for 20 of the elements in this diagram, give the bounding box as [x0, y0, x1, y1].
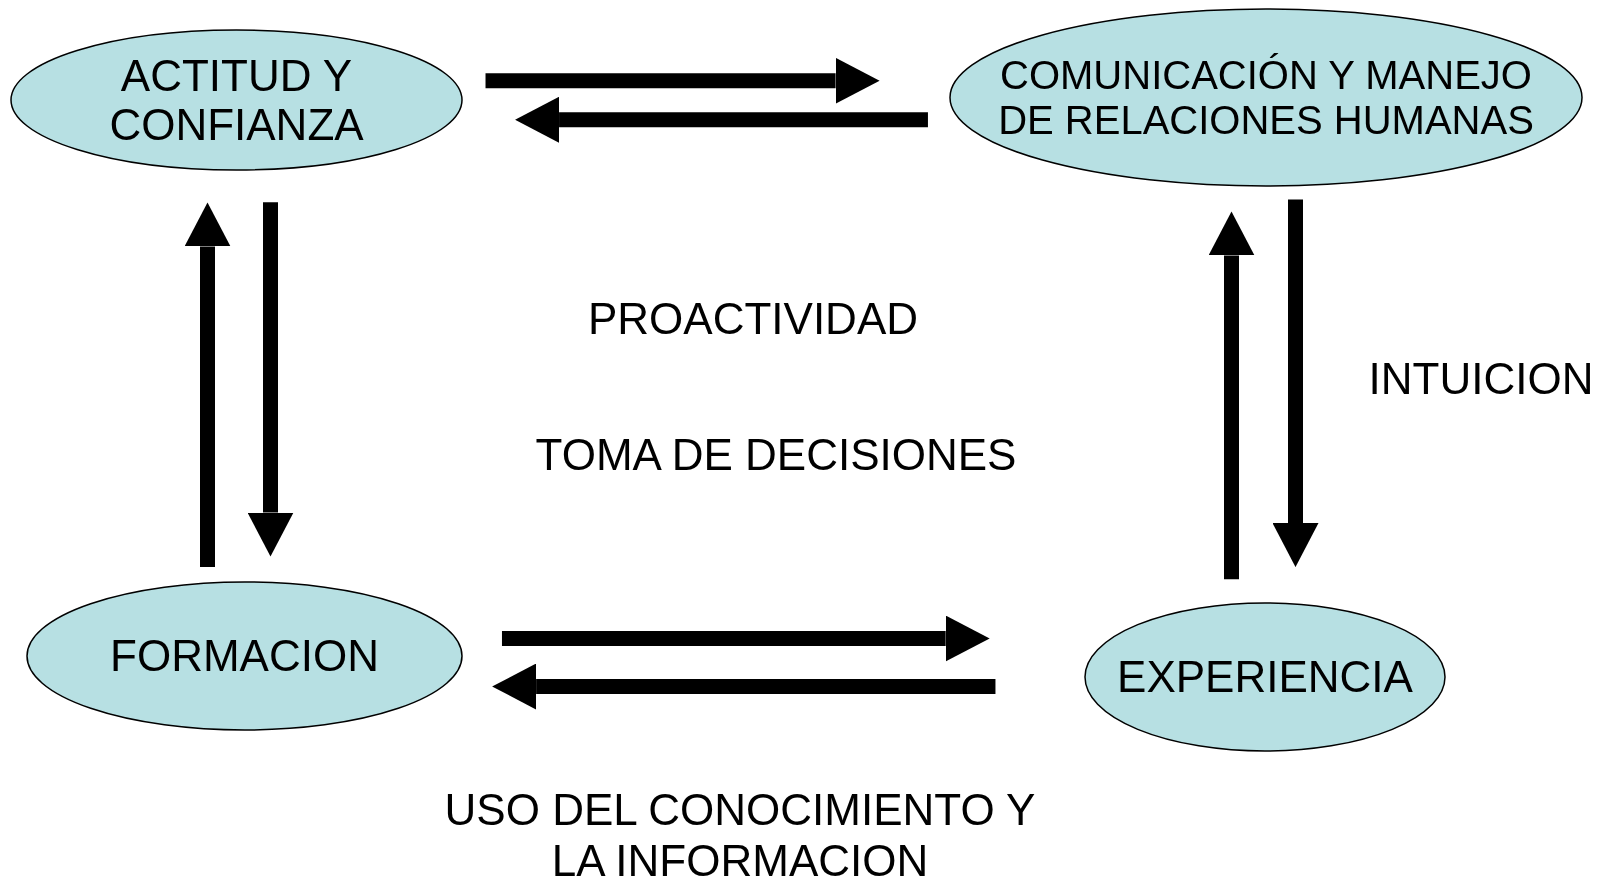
text-label: INTUICION [1367, 353, 1595, 405]
arrow [1208, 211, 1255, 580]
node-label: EXPERIENCIA [1117, 652, 1413, 702]
arrow [492, 663, 996, 710]
text-label: USO DEL CONOCIMIENTO Y LA INFORMACION [443, 785, 1037, 887]
node-label: COMUNICACIÓN Y MANEJO DE RELACIONES HUMANAS [997, 52, 1535, 143]
arrow [485, 57, 880, 104]
text-label: TOMA DE DECISIONES [534, 429, 1018, 481]
arrow [501, 615, 990, 662]
arrow [515, 96, 928, 143]
arrow [247, 202, 294, 557]
ellipse-node [26, 581, 463, 731]
node-label: FORMACION [110, 631, 379, 681]
node-label: ACTITUD Y CONFIANZA [108, 50, 365, 150]
ellipse-node [949, 8, 1583, 187]
arrow [184, 202, 231, 568]
arrow [1272, 199, 1319, 568]
ellipse-node [1084, 602, 1446, 752]
ellipse-node [10, 29, 463, 171]
text-label: PROACTIVIDAD [586, 293, 919, 345]
